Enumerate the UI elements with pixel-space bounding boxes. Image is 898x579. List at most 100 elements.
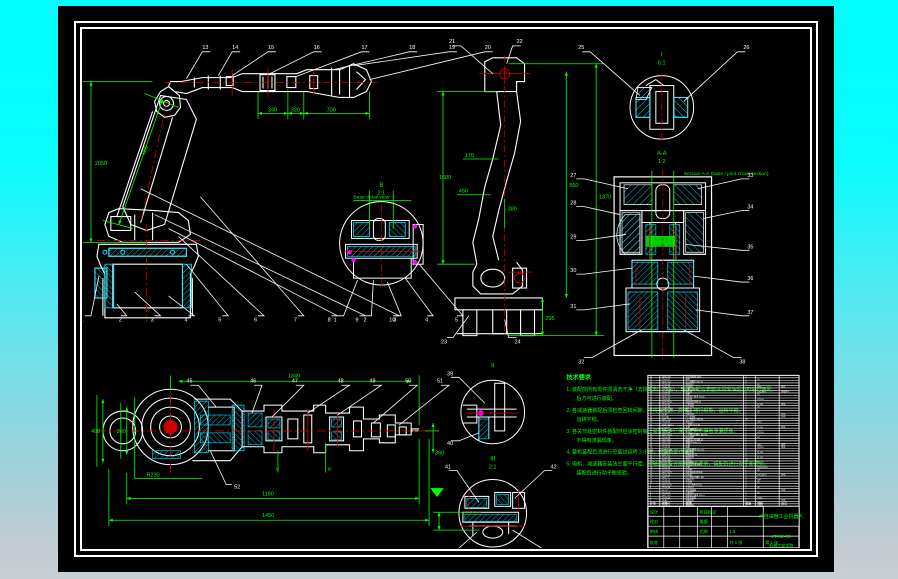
detail-base-label: B	[379, 183, 383, 189]
detail-iii-balloons: 41 42 43 44	[445, 465, 557, 471]
parts-cell: 8	[745, 485, 747, 487]
parts-cell: 28	[650, 437, 653, 439]
view-detail-base: B 2:1 Base detail view 1 2 3 4	[334, 183, 464, 324]
section-aa-axis	[651, 170, 675, 358]
parts-cell: GB/T 858	[662, 439, 672, 441]
parts-cell: ZL101	[757, 457, 764, 459]
parts-cell: 伺服电机	[686, 412, 695, 416]
parts-cell: 内六角螺钉 M6×20	[686, 379, 704, 383]
parts-cell: 08F	[757, 480, 761, 482]
parts-cell: JT-02-08	[662, 487, 671, 489]
parts-cell: 2	[745, 376, 747, 378]
front-balloons: 21 22 23 24	[441, 39, 523, 346]
parts-cell: GB/T 894.1	[662, 402, 673, 404]
leaders-top	[186, 51, 493, 81]
parts-cell: 铸造	[781, 425, 785, 429]
parts-cell: 6	[650, 492, 652, 494]
view-detail-i: I 5:1	[578, 45, 749, 142]
parts-cell: JT-02-04	[662, 497, 671, 499]
parts-cell: 1	[745, 492, 747, 494]
parts-cell: 23	[650, 449, 653, 451]
parts-cell: GB/T 70.1	[662, 419, 672, 421]
parts-cell: JT-02-16	[662, 467, 671, 469]
parts-cell: 调质	[781, 442, 785, 446]
parts-cell: 锥齿轮	[686, 390, 692, 394]
balloon-aa-31: 31	[570, 304, 576, 310]
tb-scale-value: 1:5	[729, 529, 735, 534]
parts-cell: 1	[745, 447, 747, 449]
parts-cell: JT-02-51	[662, 379, 671, 381]
parts-cell: 14	[650, 472, 653, 474]
parts-cell: 六角头螺栓 M12×45	[686, 447, 705, 451]
parts-cell: 输出法兰	[686, 420, 694, 424]
parts-cell: 45	[757, 437, 760, 439]
centerlines-side	[96, 82, 378, 322]
parts-cell: 1	[745, 384, 747, 386]
parts-cell: 1	[745, 386, 747, 388]
parts-cell: 深沟球轴承 6210	[686, 427, 702, 431]
parts-cell: GB/T 1096	[662, 389, 673, 391]
balloon-aa-28: 28	[570, 201, 576, 207]
parts-cell: 24	[650, 447, 653, 449]
parts-cell: 直通式压注油杯	[686, 463, 701, 467]
parts-cell: O 形圈 60×3.55	[686, 422, 701, 426]
balloon-di-26: 26	[743, 45, 749, 51]
dim-front-h2: 1870	[599, 195, 611, 201]
title-block-labels: 设计 校对 审核 批准 阶段标记 重量 比例 1:5 共 1 张 第 1 张	[650, 508, 779, 545]
parts-cell: J4-AC	[662, 413, 668, 416]
dim-upperarm-text: 985	[141, 145, 150, 156]
wrist-centerlines	[96, 379, 432, 475]
parts-col-header: 材料	[757, 500, 763, 505]
dim-front-h5: 170	[465, 153, 474, 159]
parts-cell: 主轴	[686, 442, 690, 446]
section-aa-hatching	[616, 184, 704, 331]
parts-cell: 10	[650, 482, 653, 484]
parts-cell: GB/T 11361	[662, 409, 674, 411]
balloon-w-47: 47	[292, 378, 298, 384]
parts-cell: 轴承座	[686, 397, 692, 401]
parts-cell: 2	[745, 394, 747, 396]
notes-line-1: 1. 装配前所有零件须清洗干净（去除毛刺、飞边），轴承及配合表面涂润滑油后方可进…	[566, 386, 776, 393]
section-aa-frame	[613, 176, 713, 357]
parts-cell: HD-25	[662, 490, 669, 492]
parts-cell: 2	[745, 389, 747, 391]
window-scroll-sliver[interactable]	[823, 12, 828, 566]
parts-cell: 1	[745, 457, 747, 459]
detail-base-markers	[347, 224, 418, 265]
parts-cell: 传动轴	[686, 384, 692, 388]
parts-cell: 39	[650, 409, 653, 411]
parts-cell: 17	[650, 465, 653, 467]
balloon-diii-42: 42	[550, 465, 556, 471]
parts-cell: 圆螺母 M40×1.5	[686, 440, 702, 444]
balloon-dii-40: 40	[447, 441, 453, 447]
tb-sheet-value: 第 1 张	[765, 539, 779, 545]
tb-stage-label: 阶段标记	[700, 508, 717, 514]
balloon-16: 16	[314, 45, 320, 51]
balloon-aa-32: 32	[578, 359, 584, 365]
balloon-aa-37: 37	[747, 310, 753, 316]
section-aa-note: Section A-A (base / joint cross-section)	[684, 171, 769, 177]
balloon-10: 10	[389, 318, 395, 324]
parts-cell: 45	[757, 462, 760, 464]
parts-cell: GB/T 812	[662, 442, 672, 444]
tb-drawing-number: JT-02-00	[771, 534, 791, 540]
parts-col-header: 名称	[686, 500, 692, 505]
parts-cell: ZQSn6-6-3	[757, 467, 768, 469]
tb-proof-label: 校对	[650, 518, 658, 524]
parts-cell: 调整垫片	[686, 478, 694, 482]
balloon-4: 4	[184, 318, 187, 324]
parts-cell: 1	[745, 500, 747, 502]
detail-base-leaders	[337, 263, 464, 317]
parts-cell: 小臂连杆	[686, 490, 694, 494]
tb-sheet-label: 共 1 张	[729, 539, 743, 545]
parts-cell: 外购	[781, 415, 785, 419]
dimension-overall-height	[83, 81, 153, 243]
section-aa-centerlines	[635, 168, 691, 362]
base-section-hatch	[94, 247, 192, 309]
balloon-13: 13	[202, 45, 208, 51]
parts-cell: 26	[650, 442, 653, 444]
parts-cell: JT-02-34	[662, 422, 671, 424]
parts-cell: 35	[650, 419, 653, 421]
parts-cell: 42	[650, 402, 653, 404]
parts-cell: HT250	[757, 447, 764, 449]
